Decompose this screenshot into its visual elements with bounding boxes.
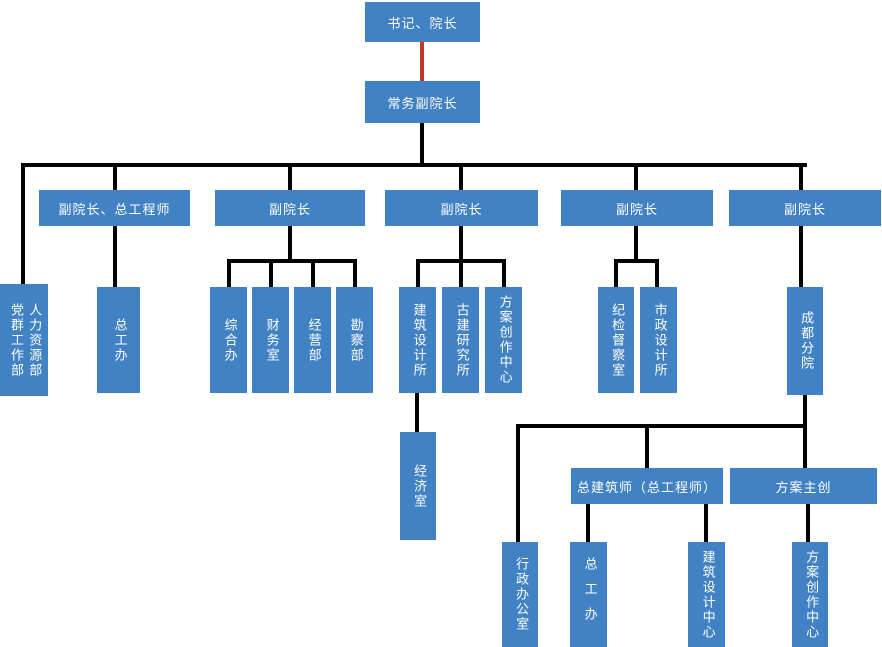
edge-chengdu-stem [803, 395, 807, 424]
node-vp5: 副院长 [729, 190, 881, 226]
node-hr-dept-label: 人力资源部 [26, 302, 42, 378]
edge-drop-vp5 [799, 167, 803, 190]
node-scheme-creation-center-label: 方案创作中心 [496, 295, 512, 385]
node-scheme-creation-center: 方案创作中心 [485, 287, 522, 393]
node-scheme-creation-center-chengdu: 方案创作中心 [792, 542, 828, 647]
node-scheme-lead: 方案主创 [730, 468, 877, 504]
edge-vp1-chief-eng-office [113, 226, 117, 287]
node-vp4: 副院长 [561, 190, 713, 226]
node-admin-office: 行政办公室 [502, 542, 538, 647]
edge-drop-scheme-creation-chengdu [806, 504, 810, 542]
node-vp4-label: 副院长 [615, 202, 658, 218]
node-discipline-inspection-office-label: 纪检督察室 [609, 302, 625, 378]
edge-vp3-stem [459, 226, 463, 259]
node-chief-engineer-office-label: 总工办 [111, 317, 127, 363]
node-discipline-inspection-office: 纪检督察室 [598, 287, 634, 393]
edge-vp2-connector [227, 259, 357, 263]
node-operations-dept: 经营部 [294, 287, 331, 393]
edge-drop-chief-eng-office-chengdu [586, 504, 590, 542]
node-ancient-architecture-research-institute-label: 古建研究所 [453, 302, 469, 378]
node-architectural-design-institute: 建筑设计所 [399, 287, 436, 393]
edge-drop-operations [311, 263, 315, 287]
edge-drop-vp4 [634, 167, 638, 190]
node-chengdu-branch-label: 成都分院 [798, 311, 814, 371]
node-scheme-lead-label: 方案主创 [775, 480, 832, 496]
edge-main-horizontal [21, 163, 807, 167]
node-general-affairs-office-label: 综合办 [221, 317, 237, 363]
node-chengdu-branch: 成都分院 [787, 287, 823, 395]
edge-drop-scheme-lead [803, 428, 807, 468]
node-economy-office: 经济室 [400, 432, 436, 540]
node-president-label: 书记、院长 [387, 16, 458, 32]
node-vp-chief-engineer: 副院长、总工程师 [39, 190, 190, 226]
node-scheme-creation-center-chengdu-label: 方案创作中心 [803, 549, 819, 640]
node-municipal-design-institute: 市政设计所 [640, 287, 677, 393]
node-chief-engineer-office-chengdu-label: 总工办 [581, 557, 597, 632]
node-party-mass-dept-label: 党群工作部 [8, 302, 23, 378]
edge-drop-admin-office [516, 428, 520, 542]
node-economy-office-label: 经济室 [411, 463, 427, 509]
node-chief-engineer-office: 总工办 [97, 287, 140, 393]
node-architectural-design-center-label: 建筑设计中心 [699, 549, 715, 640]
edge-drop-survey [353, 263, 357, 287]
edge-drop-discipline [614, 263, 618, 287]
node-party-mass-hr-box: 党群工作部 人力资源部 [0, 284, 48, 396]
edge-drop-finance [269, 263, 273, 287]
node-chief-engineer-office-chengdu: 总工办 [570, 542, 607, 647]
node-general-affairs-office: 综合办 [210, 287, 247, 393]
edge-execvp-stem [420, 123, 424, 163]
edge-drop-general-affairs [227, 263, 231, 287]
node-survey-dept-label: 勘察部 [347, 317, 363, 363]
node-municipal-design-institute-label: 市政设计所 [651, 302, 667, 378]
node-vp3-label: 副院长 [440, 202, 483, 218]
node-architectural-design-institute-label: 建筑设计所 [410, 302, 426, 378]
edge-vp4-connector [614, 259, 659, 263]
node-exec-vp: 常务副院长 [365, 81, 480, 123]
node-chief-architect: 总建筑师（总工程师） [571, 468, 723, 504]
node-vp3: 副院长 [385, 190, 538, 226]
edge-drop-vp3 [459, 167, 463, 190]
edge-archdesign-economy [415, 393, 419, 432]
edge-vp4-stem [634, 226, 638, 259]
edge-drop-arch-design-center [704, 504, 708, 542]
edge-drop-party-hr-box [21, 167, 25, 284]
edge-president-execvp-red [420, 42, 424, 81]
node-architectural-design-center: 建筑设计中心 [688, 542, 725, 647]
node-exec-vp-label: 常务副院长 [387, 96, 458, 112]
edge-drop-ancient-research [459, 263, 463, 287]
node-operations-dept-label: 经营部 [305, 317, 321, 363]
edge-chengdu-connector [516, 424, 807, 428]
node-president: 书记、院长 [365, 2, 480, 42]
node-vp2-label: 副院长 [268, 202, 311, 218]
edge-drop-vp2 [288, 167, 292, 190]
node-finance-office-label: 财务室 [263, 317, 279, 363]
edge-drop-municipal [655, 263, 659, 287]
edge-drop-scheme-creation [502, 263, 506, 287]
edge-vp2-stem [288, 226, 292, 259]
edge-vp5-chengdu [799, 226, 803, 287]
node-admin-office-label: 行政办公室 [513, 557, 529, 632]
node-vp5-label: 副院长 [783, 202, 826, 218]
edge-vp3-connector [416, 259, 506, 263]
edge-drop-arch-design-institute [416, 263, 420, 287]
node-finance-office: 财务室 [252, 287, 289, 393]
node-vp2: 副院长 [215, 190, 365, 226]
node-survey-dept: 勘察部 [336, 287, 373, 393]
edge-drop-vp-chief-engineer [113, 167, 117, 190]
node-vp-chief-engineer-label: 副院长、总工程师 [58, 202, 171, 218]
node-ancient-architecture-research-institute: 古建研究所 [442, 287, 479, 393]
node-chief-architect-label: 总建筑师（总工程师） [576, 480, 717, 496]
edge-drop-chief-architect [645, 428, 649, 468]
